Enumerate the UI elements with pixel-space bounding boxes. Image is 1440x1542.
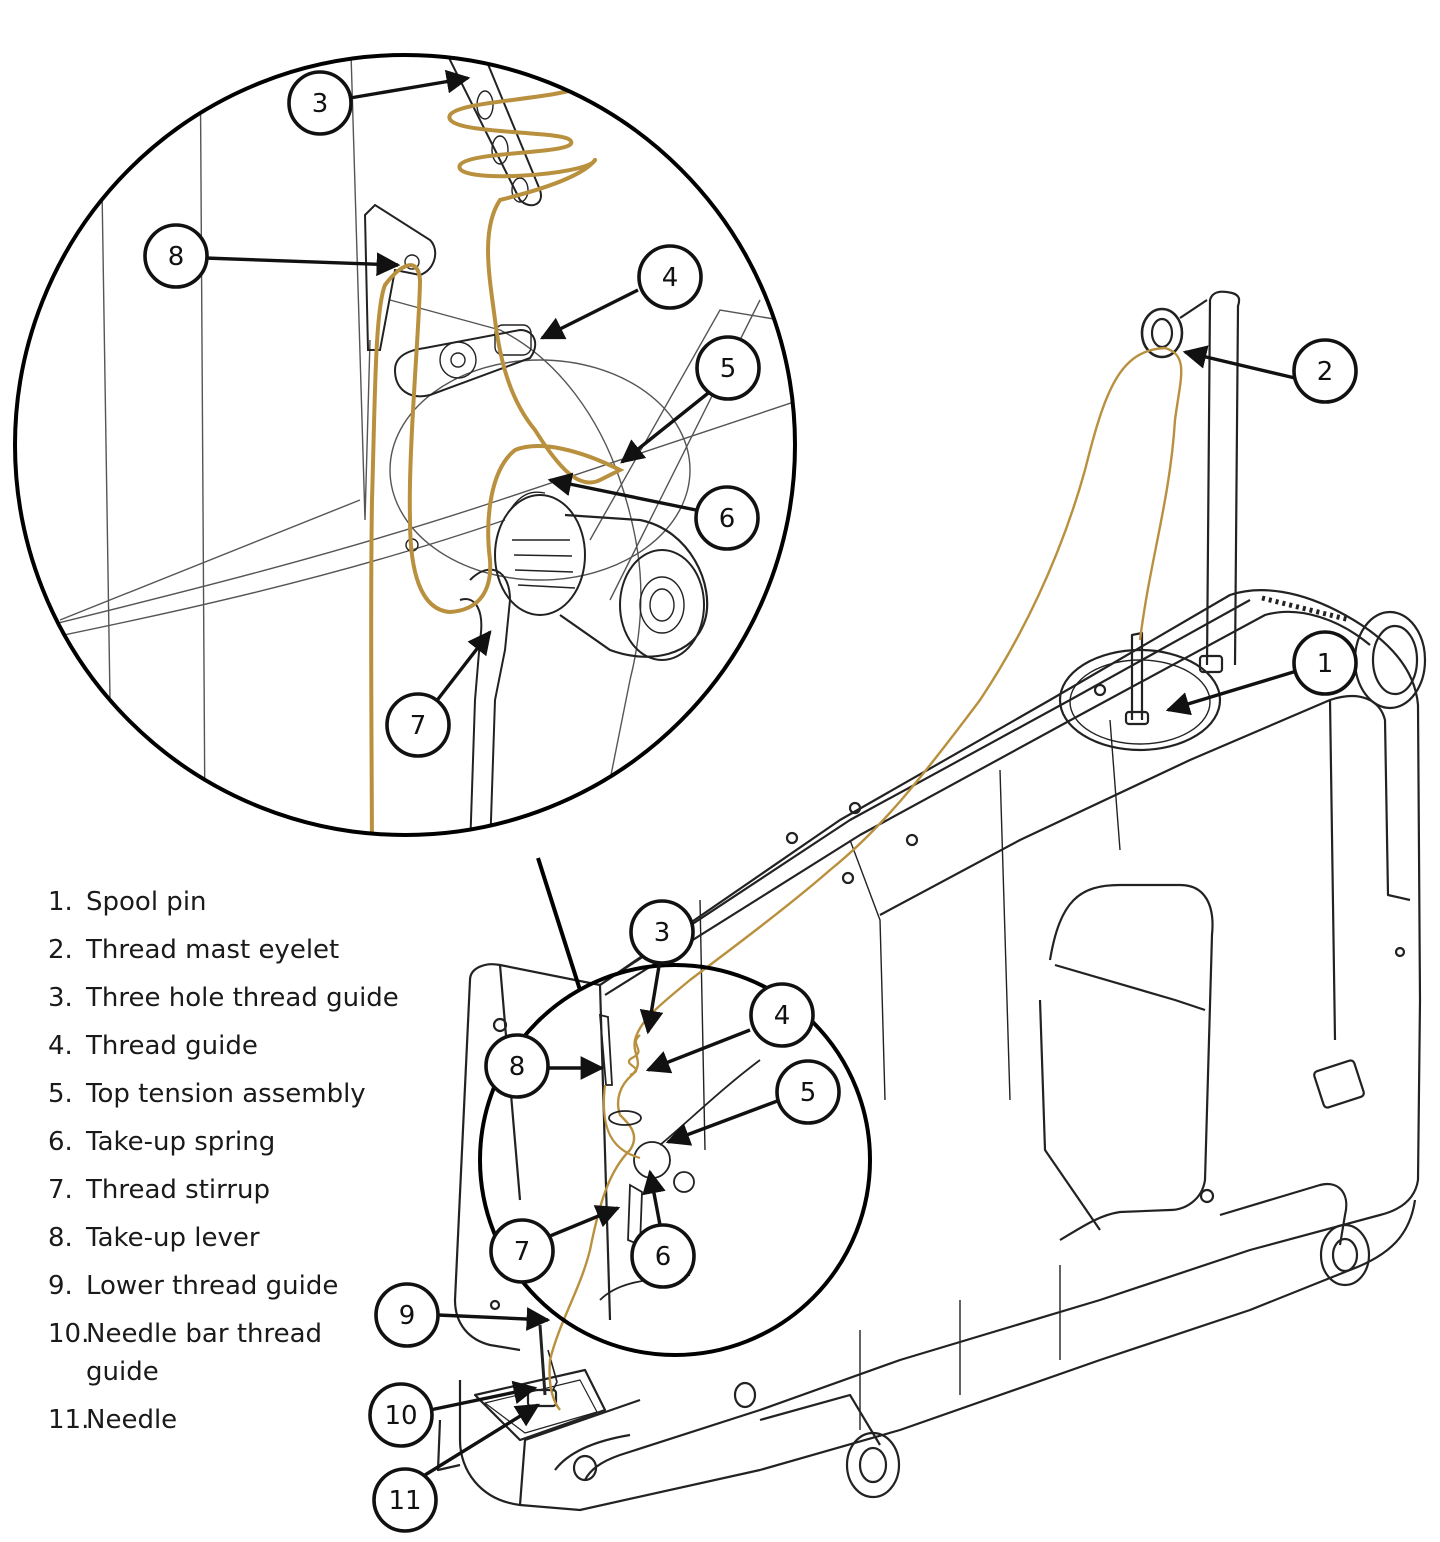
thread-zoom-path xyxy=(369,158,625,835)
svg-text:4: 4 xyxy=(662,263,679,293)
svg-text:5: 5 xyxy=(800,1078,817,1108)
callout-10: 10 xyxy=(368,1382,434,1448)
legend-item: 10.Needle bar thread guide xyxy=(48,1319,323,1387)
callout-1: 1 xyxy=(1292,630,1358,696)
callout-3-zoom: 3 xyxy=(287,70,353,136)
callout-4: 4 xyxy=(749,982,815,1048)
callout-3: 3 xyxy=(629,899,695,965)
svg-text:6: 6 xyxy=(719,504,736,534)
callout-8: 8 xyxy=(484,1033,550,1099)
legend-item: 5.Top tension assembly xyxy=(48,1079,366,1109)
legend-item: 3.Three hole thread guide xyxy=(48,983,399,1013)
callout-5: 5 xyxy=(775,1059,841,1125)
legend-item: 4.Thread guide xyxy=(48,1031,258,1061)
svg-text:8: 8 xyxy=(509,1052,526,1082)
svg-text:3: 3 xyxy=(654,918,671,948)
legend-item: 9.Lower thread guide xyxy=(48,1271,339,1301)
callout-7: 7 xyxy=(489,1218,555,1284)
callout-2: 2 xyxy=(1292,338,1358,404)
legend-item: 1.Spool pin xyxy=(48,887,207,917)
svg-text:5: 5 xyxy=(720,354,737,384)
parts-legend: 1.Spool pin 2.Thread mast eyelet 3.Three… xyxy=(48,878,448,1444)
callout-4-zoom: 4 xyxy=(637,244,703,310)
callout-6-zoom: 6 xyxy=(694,485,760,551)
legend-item: 6.Take-up spring xyxy=(48,1127,276,1157)
callout-7-zoom: 7 xyxy=(385,692,451,758)
callout-8-zoom: 8 xyxy=(143,223,209,289)
legend-item: 7.Thread stirrup xyxy=(48,1175,271,1205)
svg-text:10: 10 xyxy=(384,1401,417,1431)
svg-text:6: 6 xyxy=(655,1242,672,1272)
svg-text:7: 7 xyxy=(514,1237,531,1267)
svg-text:2: 2 xyxy=(1317,357,1334,387)
legend-item: 11.Needle xyxy=(48,1405,178,1435)
callout-5-zoom: 5 xyxy=(695,335,761,401)
callout-11: 11 xyxy=(372,1467,438,1533)
svg-text:4: 4 xyxy=(774,1001,791,1031)
zoom-connector xyxy=(536,857,582,991)
svg-text:11: 11 xyxy=(388,1486,421,1516)
callout-circles: 3 8 4 5 6 7 1 2 3 4 8 5 7 6 9 10 11 xyxy=(143,70,1358,1533)
thread-zoom-guide-loops xyxy=(447,83,597,179)
svg-text:7: 7 xyxy=(410,711,427,741)
svg-text:3: 3 xyxy=(312,89,329,119)
svg-text:9: 9 xyxy=(399,1301,416,1331)
callout-9: 9 xyxy=(374,1282,440,1348)
callout-6: 6 xyxy=(630,1223,696,1289)
legend-item: 8.Take-up lever xyxy=(48,1223,260,1253)
zoom-detail-circle xyxy=(13,53,797,837)
svg-text:8: 8 xyxy=(168,242,185,272)
legend-item: 2.Thread mast eyelet xyxy=(48,935,340,965)
thread-main xyxy=(548,346,1183,1411)
svg-text:1: 1 xyxy=(1317,649,1334,679)
